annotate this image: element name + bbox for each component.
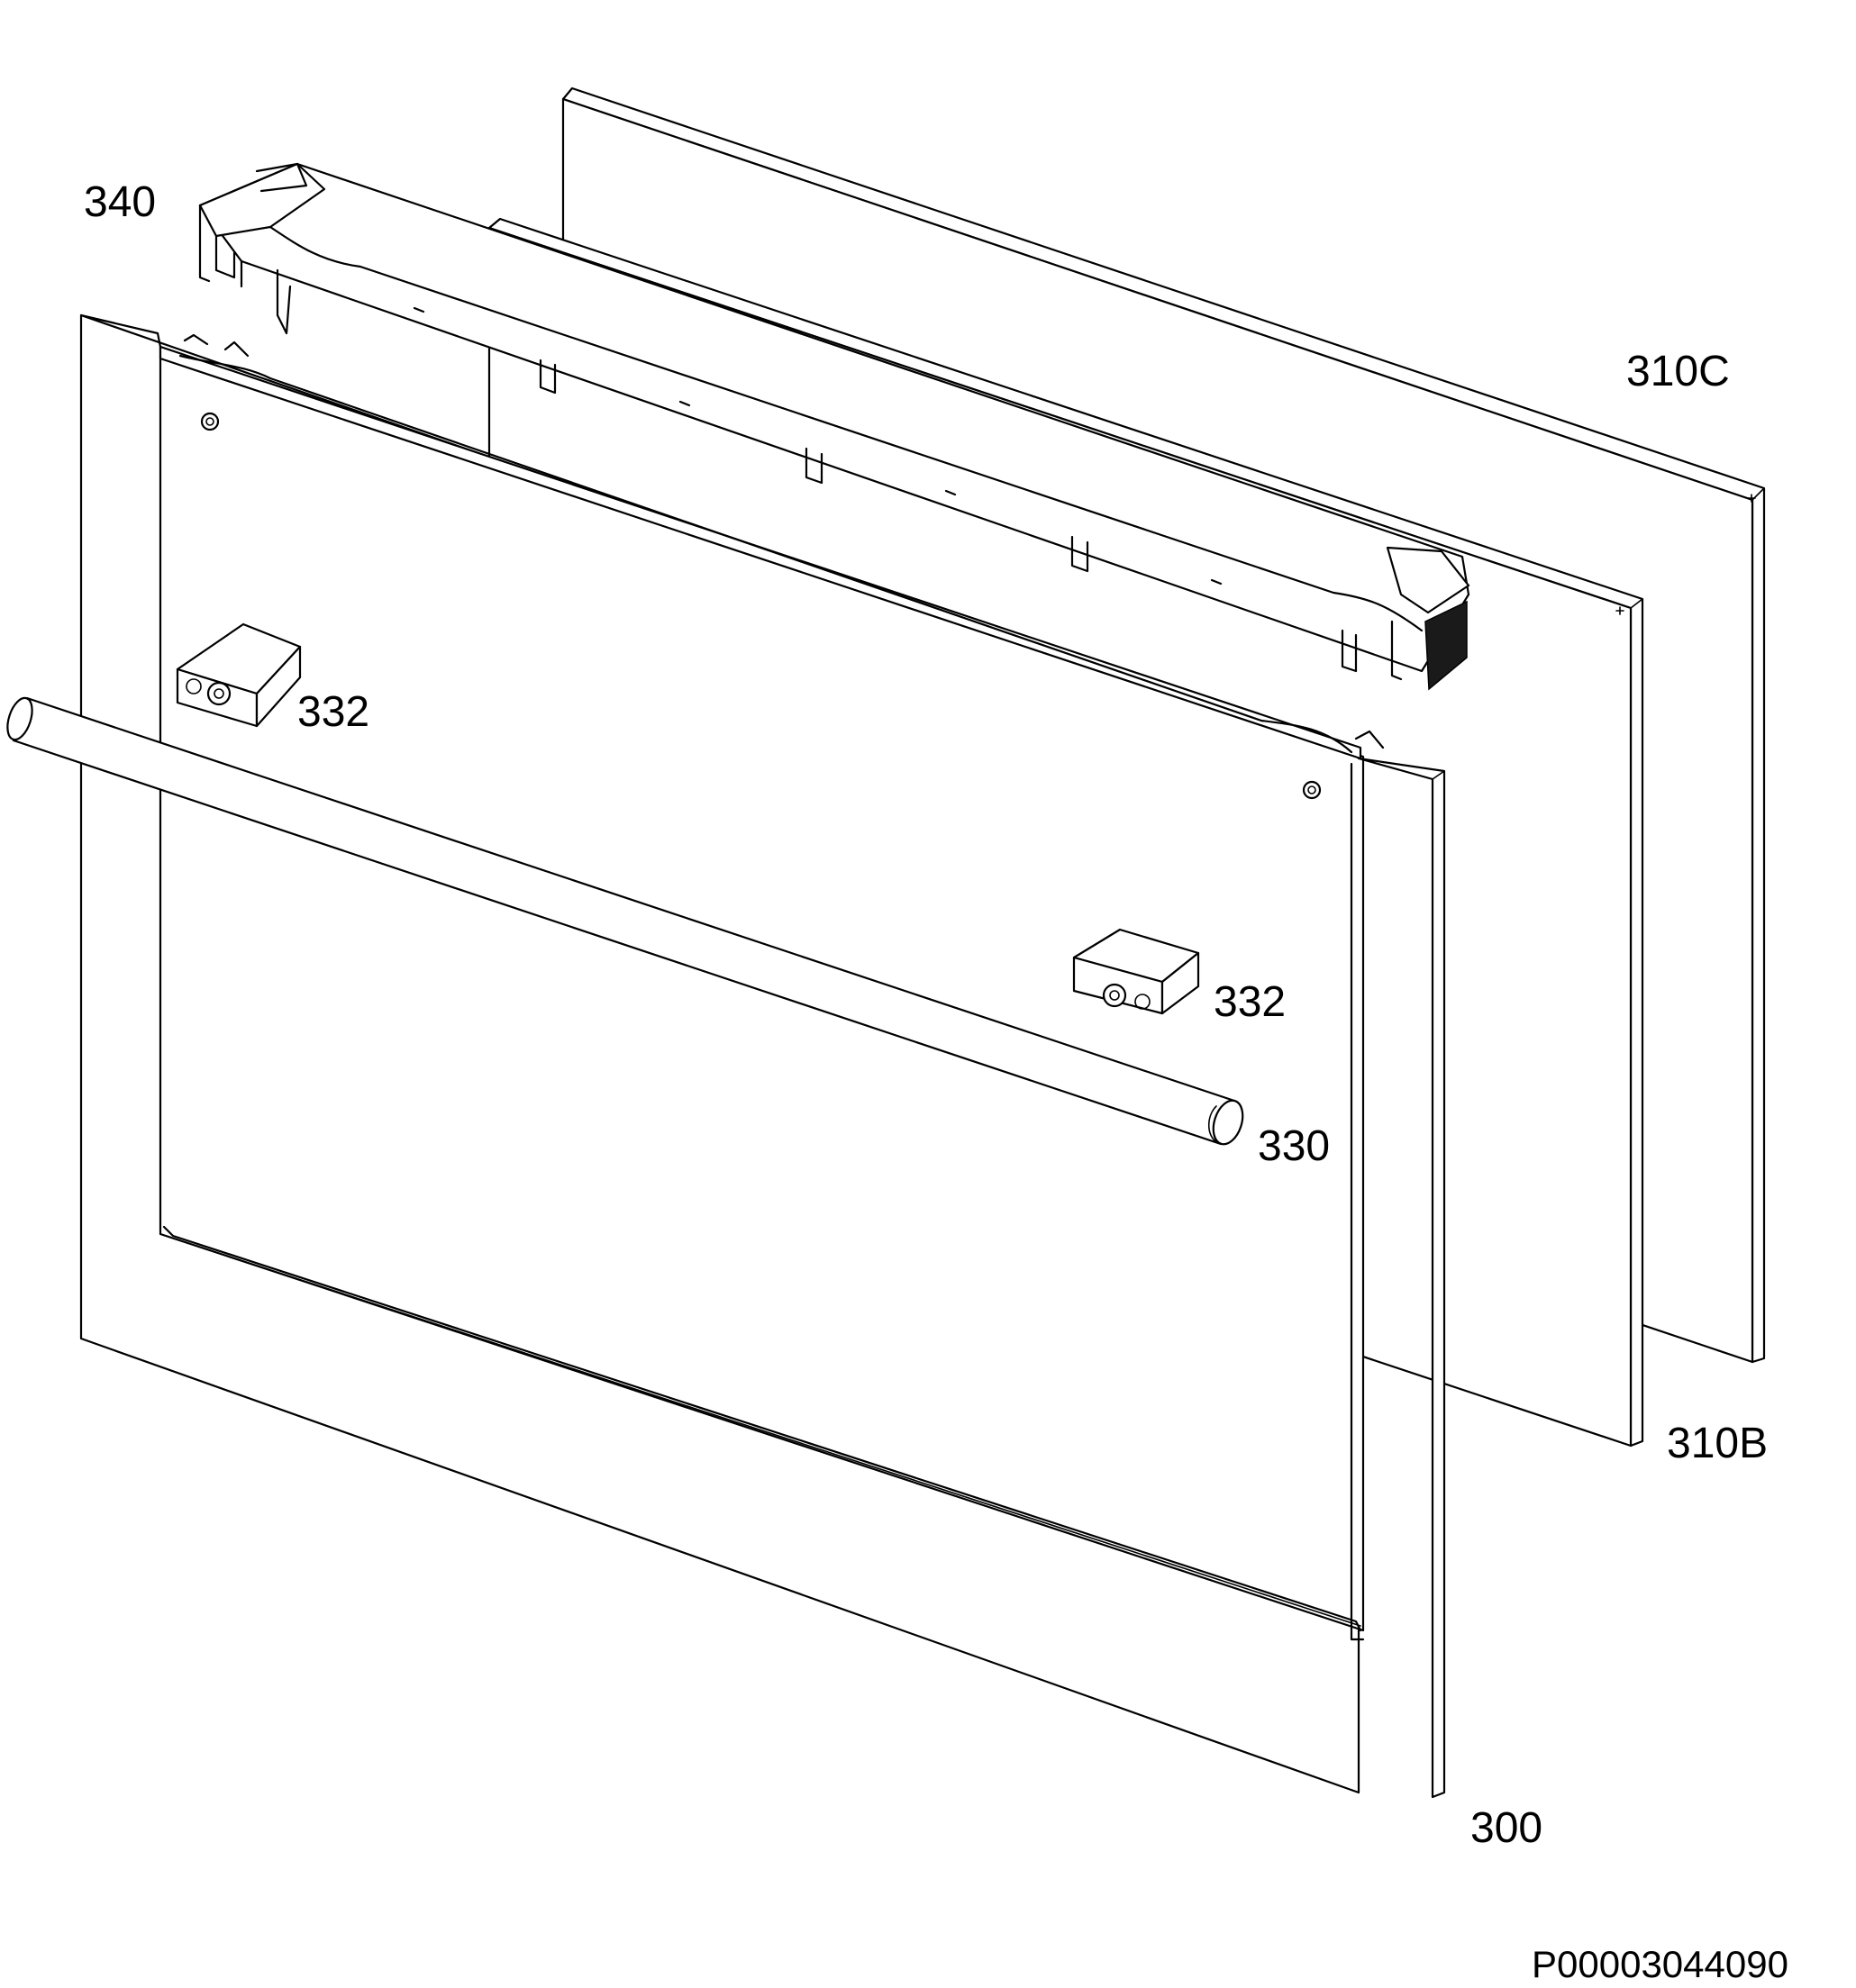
label-340: 340 — [84, 178, 156, 226]
label-310c: 310C — [1626, 348, 1730, 395]
label-330: 330 — [1258, 1122, 1330, 1170]
label-332-right: 332 — [1214, 978, 1286, 1026]
handle-330 — [6, 696, 1244, 1146]
spacer-block-left-332 — [176, 622, 302, 728]
label-332-left: 332 — [297, 688, 369, 736]
label-300: 300 — [1470, 1804, 1542, 1852]
label-310b: 310B — [1667, 1420, 1768, 1467]
door-frame-300 — [79, 313, 1446, 1799]
spacer-block-right-332 — [1072, 928, 1200, 1015]
top-frame-340 — [198, 162, 1470, 691]
drawing-code: P00003044090 — [1532, 1943, 1788, 1985]
